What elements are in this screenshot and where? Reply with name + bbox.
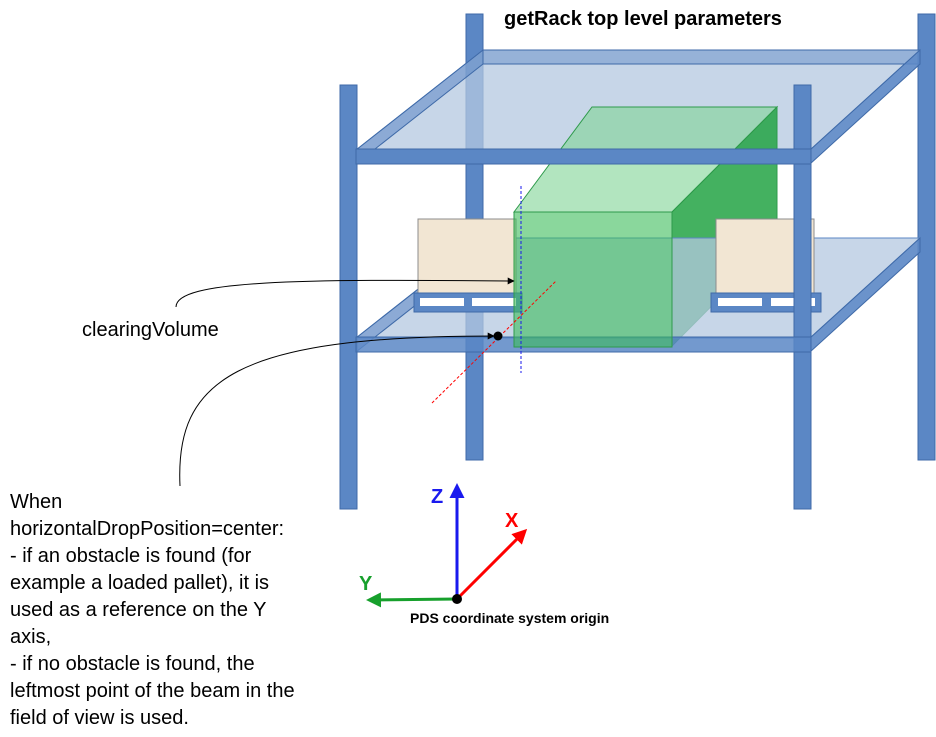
rack-upright-front-right	[793, 84, 812, 510]
note-line: leftmost point of the beam in the	[10, 680, 295, 702]
note-line: When	[10, 491, 63, 513]
left-pallet-slot	[420, 298, 464, 306]
rack-top-shelf	[354, 48, 922, 166]
note-line: - if an obstacle is found (for	[10, 545, 252, 567]
z-axis-label: Z	[431, 486, 443, 508]
right-pallet-slot	[718, 298, 762, 306]
clearing-volume-label: clearingVolume	[82, 319, 219, 341]
y-axis-arrow	[366, 592, 458, 608]
note-line: axis,	[10, 626, 52, 648]
top-shelf-back-beam	[482, 49, 921, 65]
coordinate-system: Z X Y PDS coordinate system origin	[359, 483, 609, 626]
note-line: - if no obstacle is found, the	[10, 653, 255, 675]
note-line: used as a reference on the Y	[10, 599, 267, 621]
top-shelf-front-beam	[355, 148, 812, 165]
depth-reference-line	[431, 280, 557, 404]
diagram-title: getRack top level parameters	[504, 8, 782, 30]
rack-upright-front-left	[339, 84, 358, 510]
clearing-volume-front-face	[513, 211, 673, 348]
origin-point	[452, 594, 462, 604]
left-box	[417, 218, 517, 294]
origin-label: PDS coordinate system origin	[410, 610, 609, 626]
x-axis-arrow	[455, 528, 528, 601]
rack-upright-back-right	[917, 13, 936, 461]
left-pallet-slot	[472, 298, 516, 306]
horizontal-drop-position-note: When horizontalDropPosition=center: - if…	[10, 489, 370, 732]
rack-front-uprights	[339, 84, 812, 510]
note-line: field of view is used.	[10, 707, 189, 729]
y-axis-label: Y	[359, 573, 373, 595]
x-axis-label: X	[505, 510, 519, 532]
reference-point-leader	[179, 332, 495, 487]
right-pallet-slot	[771, 298, 815, 306]
note-line: example a loaded pallet), it is	[10, 572, 270, 594]
left-pallet-load	[413, 218, 523, 313]
note-line: horizontalDropPosition=center:	[10, 518, 285, 540]
reference-point	[493, 331, 503, 341]
clearing-volume-leader	[175, 277, 515, 308]
